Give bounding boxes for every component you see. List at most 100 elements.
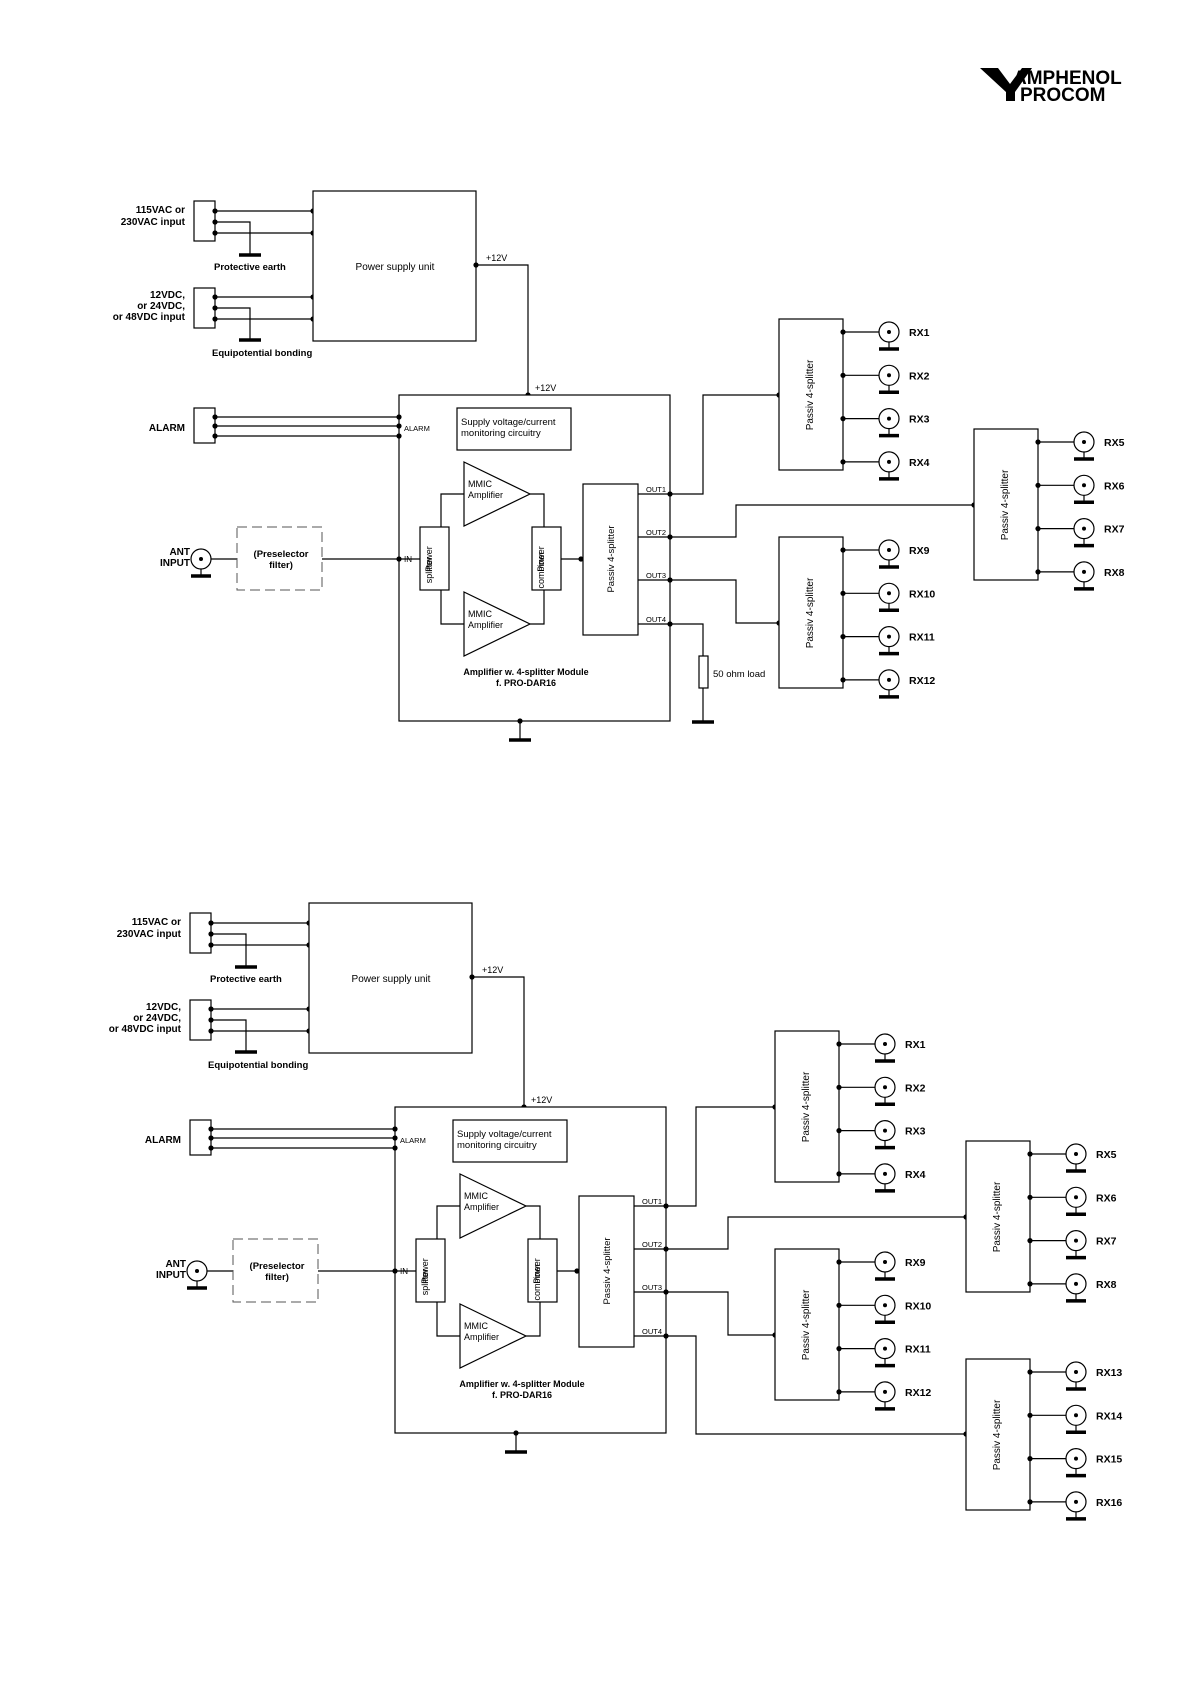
wire bbox=[530, 493, 545, 527]
rx-connector-icon bbox=[1065, 1273, 1087, 1303]
internal-splitter-box bbox=[578, 1195, 635, 1348]
power-supply-unit-label: Power supply unit bbox=[352, 974, 431, 985]
ac-input-terminal bbox=[193, 200, 216, 242]
rx-label: RX14 bbox=[1096, 1410, 1122, 1422]
splitter-box bbox=[774, 1030, 840, 1183]
supply-12v-wire bbox=[472, 976, 525, 1107]
output-pin-label: OUT2 bbox=[642, 1240, 662, 1249]
rx-connector-icon bbox=[1073, 561, 1095, 591]
splitter-label: Passiv 4-splitter bbox=[801, 1071, 812, 1142]
equipotential-bonding-label: Equipotential bonding bbox=[208, 1060, 308, 1071]
rx-connector-icon bbox=[1065, 1404, 1087, 1435]
rx-label: RX4 bbox=[909, 457, 930, 469]
junction-dot bbox=[1027, 1412, 1033, 1418]
module-12v-label: +12V bbox=[535, 383, 556, 393]
alarm-pin-label: ALARM bbox=[404, 424, 430, 433]
supply-monitor-box bbox=[452, 1119, 568, 1163]
splitter-label: Passiv 4-splitter bbox=[805, 359, 816, 430]
preselector-label-line: (Preselector bbox=[250, 1261, 305, 1272]
rx-label: RX9 bbox=[909, 545, 930, 557]
dc-input-label: 12VDC,or 24VDC,or 48VDC input bbox=[109, 1002, 182, 1035]
equipotential-bonding-label: Equipotential bonding bbox=[212, 348, 312, 359]
rx-label: RX1 bbox=[909, 327, 930, 339]
mmic-amplifier-top-icon bbox=[459, 1173, 528, 1239]
output-pin-label: OUT1 bbox=[642, 1197, 662, 1206]
internal-splitter-label: Passiv 4-splitter bbox=[606, 525, 617, 592]
mmic-top-label-line: Amplifier bbox=[468, 490, 503, 500]
junction-dot bbox=[1027, 1238, 1033, 1244]
wire bbox=[530, 590, 545, 625]
module-title-line: f. PRO-DAR16 bbox=[496, 678, 556, 688]
junction-dot bbox=[840, 372, 846, 378]
rx-connector-icon bbox=[1065, 1361, 1087, 1391]
wire bbox=[211, 933, 247, 967]
splitter-label: Passiv 4-splitter bbox=[1000, 469, 1011, 540]
amphenol-procom-logo: AMPHENOL PROCOM bbox=[980, 68, 1122, 106]
junction-dot bbox=[396, 414, 402, 420]
dc-input-label-line: or 24VDC, bbox=[137, 301, 185, 312]
output-pin-label: OUT1 bbox=[646, 485, 666, 494]
junction-dot bbox=[1027, 1194, 1033, 1200]
junction-dot bbox=[836, 1346, 842, 1352]
rx-label: RX12 bbox=[905, 1387, 931, 1399]
mmic-bottom-label-line: Amplifier bbox=[464, 1332, 499, 1342]
rx-connector-icon bbox=[878, 582, 900, 613]
protective-earth-label: Protective earth bbox=[214, 262, 286, 273]
wire bbox=[211, 1019, 247, 1052]
power-combiner-box bbox=[527, 1238, 558, 1303]
junction-dot bbox=[840, 677, 846, 683]
junction-dot bbox=[836, 1389, 842, 1395]
junction-dot bbox=[840, 634, 846, 640]
mmic-top-label-line: Amplifier bbox=[464, 1202, 499, 1212]
rx-connector-icon bbox=[878, 539, 900, 569]
rx-connector-icon bbox=[874, 1119, 896, 1150]
rx-connector-icon bbox=[878, 408, 900, 438]
ac-input-label-line: 230VAC input bbox=[121, 217, 186, 228]
rx-connector-icon bbox=[1065, 1186, 1087, 1217]
alarm-label: ALARM bbox=[149, 423, 185, 434]
50-ohm-load-icon bbox=[698, 655, 709, 689]
wire bbox=[526, 1302, 541, 1337]
junction-dot bbox=[396, 423, 402, 429]
power-splitter-label-line: splitter bbox=[424, 557, 434, 584]
rx-connector-icon bbox=[878, 625, 900, 656]
psu-12v-label: +12V bbox=[486, 253, 507, 263]
wire bbox=[666, 1335, 966, 1435]
rx-connector-icon bbox=[878, 451, 900, 481]
rx-label: RX16 bbox=[1096, 1497, 1122, 1509]
junction-dot bbox=[836, 1128, 842, 1134]
load-label: 50 ohm load bbox=[713, 669, 765, 680]
module-title-line: f. PRO-DAR16 bbox=[492, 1390, 552, 1400]
mmic-bottom-label-line: MMIC bbox=[468, 609, 492, 619]
junction-dot bbox=[836, 1259, 842, 1265]
output-pin-label: OUT3 bbox=[642, 1283, 662, 1292]
power-splitter-label-line: splitter bbox=[420, 1269, 430, 1296]
alarm-terminal bbox=[189, 1119, 212, 1156]
wire bbox=[215, 307, 251, 340]
rx-label: RX8 bbox=[1096, 1279, 1117, 1291]
preselector-label-line: filter) bbox=[269, 560, 293, 571]
rx-label: RX15 bbox=[1096, 1454, 1122, 1466]
junction-dot bbox=[1027, 1281, 1033, 1287]
logo-line2: PROCOM bbox=[1020, 85, 1106, 106]
junction-dot bbox=[574, 1268, 580, 1274]
rx-label: RX6 bbox=[1104, 480, 1125, 492]
wire bbox=[670, 579, 779, 624]
wire bbox=[436, 1205, 460, 1239]
power-combiner-label-line: Power bbox=[536, 546, 546, 572]
ant-input-label-line: INPUT bbox=[160, 558, 190, 569]
junction-dot bbox=[1035, 569, 1041, 575]
junction-dot bbox=[578, 556, 584, 562]
ac-input-label-line: 115VAC or bbox=[136, 205, 185, 216]
output-pin-label: OUT2 bbox=[646, 528, 666, 537]
